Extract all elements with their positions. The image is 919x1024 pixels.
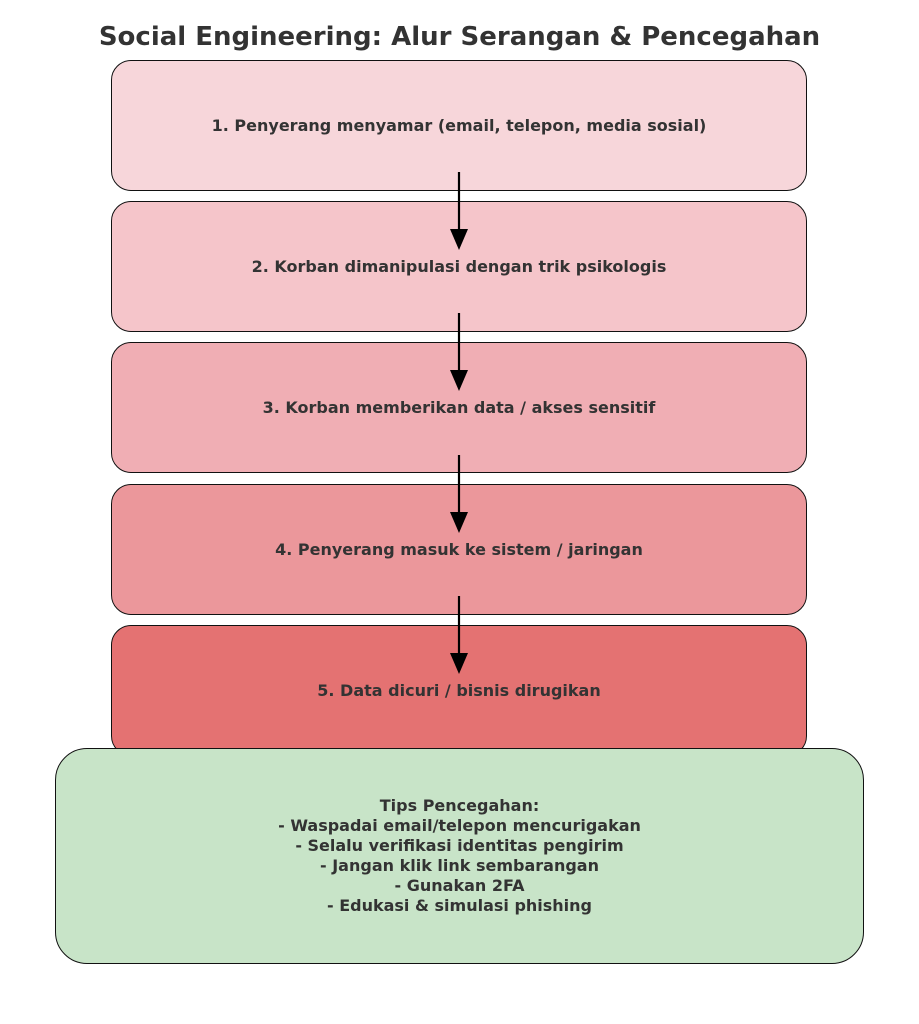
flow-step-5: 5. Data dicuri / bisnis dirugikan <box>111 625 807 756</box>
flow-step-label: 1. Penyerang menyamar (email, telepon, m… <box>211 116 707 135</box>
flow-step-1: 1. Penyerang menyamar (email, telepon, m… <box>111 60 807 191</box>
flow-step-label: 4. Penyerang masuk ke sistem / jaringan <box>275 540 643 559</box>
tip-item: - Jangan klik link sembarangan <box>320 856 599 875</box>
flow-step-2: 2. Korban dimanipulasi dengan trik psiko… <box>111 201 807 332</box>
tip-item: - Edukasi & simulasi phishing <box>326 896 593 915</box>
diagram-title: Social Engineering: Alur Serangan & Penc… <box>98 22 821 52</box>
tips-heading: Tips Pencegahan: <box>379 796 540 815</box>
tip-item: - Waspadai email/telepon mencurigakan <box>278 816 641 835</box>
tip-item: - Gunakan 2FA <box>394 876 525 895</box>
flow-step-3: 3. Korban memberikan data / akses sensit… <box>111 342 807 473</box>
flow-step-label: 3. Korban memberikan data / akses sensit… <box>262 398 656 417</box>
flow-step-label: 5. Data dicuri / bisnis dirugikan <box>317 681 601 700</box>
prevention-tips-box: Tips Pencegahan: - Waspadai email/telepo… <box>55 748 864 964</box>
flow-step-label: 2. Korban dimanipulasi dengan trik psiko… <box>251 257 667 276</box>
tip-item: - Selalu verifikasi identitas pengirim <box>295 836 624 855</box>
flow-step-4: 4. Penyerang masuk ke sistem / jaringan <box>111 484 807 615</box>
